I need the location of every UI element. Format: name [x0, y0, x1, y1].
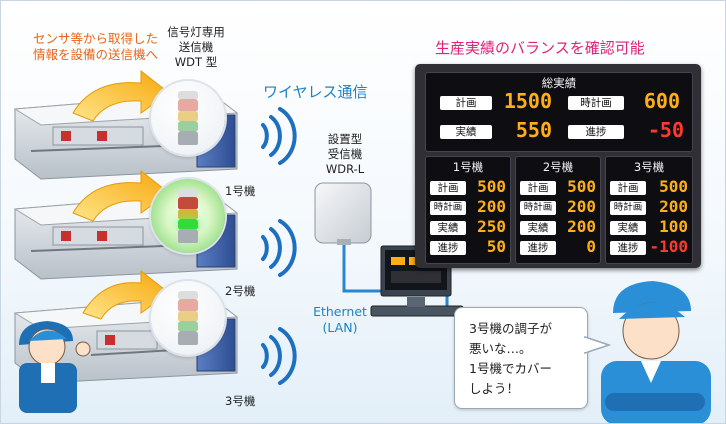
speech-line-3: 1号機でカバー — [469, 361, 552, 376]
transmitter-line3: WDT 型 — [174, 55, 218, 69]
row-value: 200 — [567, 197, 596, 216]
row-label: 実績 — [520, 221, 556, 235]
worker-left-icon — [19, 321, 91, 413]
speech-bubble: 3号機の調子が 悪いな…。 1号機でカバー しよう！ — [454, 307, 588, 409]
ethernet-line1: Ethernet — [313, 304, 367, 319]
row-value: -100 — [649, 237, 688, 256]
arrow-icon-2 — [72, 169, 170, 222]
stack-light-3-icon — [151, 281, 225, 355]
machine-1-label: 1号機 — [225, 184, 256, 198]
row-label: 時計画 — [520, 201, 556, 215]
transmitter-line1: 信号灯専用 — [167, 25, 225, 39]
speech-bubble-tail — [583, 335, 611, 355]
hourly-plan-value: 600 — [643, 89, 680, 113]
row-label: 計画 — [610, 181, 646, 195]
transmitter-line2: 送信機 — [178, 40, 214, 54]
worker-right-icon — [601, 281, 711, 423]
row-value: 200 — [567, 217, 596, 236]
machine-2-label: 2号機 — [225, 284, 256, 298]
row-label: 計画 — [430, 181, 466, 195]
sensor-note-line2: 情報を設備の送信機へ — [33, 47, 159, 62]
row-label: 進捗 — [520, 241, 556, 255]
row-value: 0 — [586, 237, 596, 256]
row-value: 500 — [477, 177, 506, 196]
receiver-line1: 設置型 — [327, 132, 363, 146]
production-scoreboard: 総実績 計画 1500 時計画 600 実績 550 進捗 -50 1号機 計画… — [415, 64, 701, 268]
unit-2-panel: 2号機 計画 500 時計画 200 実績 200 進捗 0 — [515, 156, 601, 264]
receiver-line2: 受信機 — [327, 147, 363, 161]
plan-label: 計画 — [440, 96, 492, 110]
speech-line-1: 3号機の調子が — [469, 321, 552, 336]
sensor-note-line1: センサ等から取得した — [33, 31, 159, 46]
total-title: 総実績 — [541, 76, 577, 90]
row-label: 計画 — [520, 181, 556, 195]
row-label: 時計画 — [610, 201, 646, 215]
row-label: 時計画 — [430, 201, 466, 215]
wireless-wave-icon-3 — [261, 327, 297, 385]
wireless-wave-icon-1 — [261, 107, 297, 165]
receiver-line3: WDR-L — [325, 162, 365, 176]
unit-name: 3号機 — [633, 160, 665, 174]
row-value: 250 — [477, 217, 506, 236]
row-value: 500 — [659, 177, 688, 196]
unit-3-panel: 3号機 計画 500 時計画 200 実績 100 進捗 -100 — [605, 156, 693, 264]
total-panel: 総実績 計画 1500 時計画 600 実績 550 進捗 -50 — [425, 72, 693, 152]
progress-value: -50 — [647, 118, 684, 142]
actual-value: 550 — [515, 118, 552, 142]
row-label: 実績 — [430, 221, 466, 235]
unit-1-panel: 1号機 計画 500 時計画 200 実績 250 進捗 50 — [425, 156, 511, 264]
row-label: 進捗 — [430, 241, 466, 255]
row-value: 200 — [659, 197, 688, 216]
arrow-icon-1 — [72, 69, 170, 122]
plan-value: 1500 — [503, 89, 552, 113]
unit-name: 1号機 — [452, 160, 484, 174]
ethernet-line2: (LAN) — [322, 320, 358, 335]
wireless-label: ワイヤレス通信 — [263, 83, 368, 101]
stack-light-1-icon — [151, 81, 225, 155]
machine-3-label: 3号機 — [225, 394, 256, 408]
row-label: 進捗 — [610, 241, 646, 255]
row-value: 100 — [659, 217, 688, 236]
unit-name: 2号機 — [542, 160, 574, 174]
speech-line-4: しよう！ — [469, 381, 520, 396]
row-value: 50 — [486, 237, 506, 256]
hourly-plan-label: 時計画 — [568, 96, 624, 110]
speech-line-2: 悪いな…。 — [469, 341, 532, 356]
progress-label: 進捗 — [568, 125, 624, 139]
stack-light-2-icon — [151, 179, 225, 253]
receiver-device-icon — [314, 182, 372, 245]
board-caption: 生産実績のバランスを確認可能 — [435, 39, 645, 57]
row-value: 500 — [567, 177, 596, 196]
row-value: 200 — [477, 197, 506, 216]
lan-cable — [342, 245, 385, 293]
row-label: 実績 — [610, 221, 646, 235]
actual-label: 実績 — [440, 125, 492, 139]
wireless-wave-icon-2 — [261, 219, 297, 277]
